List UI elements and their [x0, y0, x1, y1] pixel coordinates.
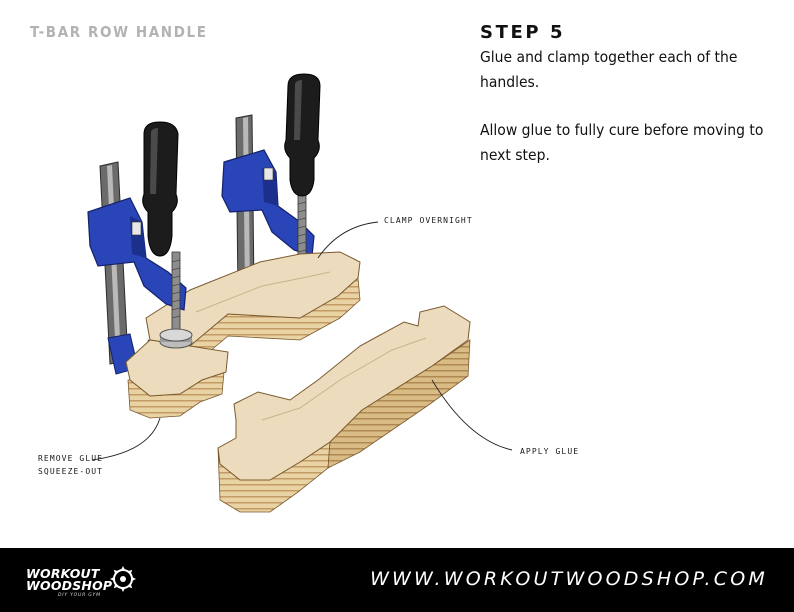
brand-logo[interactable]: WORKOUT WOODSHOP DIY YOUR GYM: [24, 558, 136, 602]
clamped-handle-back: [145, 251, 361, 369]
clamp-overnight-leader: [317, 221, 379, 259]
front-clamp: [87, 121, 187, 375]
document-title: T-BAR ROW HANDLE: [30, 23, 208, 41]
clamp-overnight-label: CLAMP OVERNIGHT: [384, 216, 473, 225]
logo-tagline: DIY YOUR GYM: [58, 593, 101, 598]
clamped-handle-front: [125, 328, 229, 419]
apply-glue-leader: [431, 379, 513, 451]
apply-glue-label: APPLY GLUE: [520, 447, 580, 456]
remove-glue-label: REMOVE GLUE SQUEEZE-OUT: [38, 452, 103, 478]
remove-glue-line-1: REMOVE GLUE: [38, 454, 104, 463]
logo-text-workout: WORKOUT: [26, 566, 100, 581]
step-instruction-1: Glue and clamp together each of the hand…: [480, 48, 738, 91]
logo-text-woodshop: WOODSHOP: [26, 578, 113, 593]
saw-blade-icon: [110, 566, 136, 592]
remove-glue-line-2: SQUEEZE-OUT: [38, 467, 104, 476]
footer-bar: WORKOUT WOODSHOP DIY YOUR GYM: [0, 548, 794, 612]
step-instruction-2: Allow glue to fully cure before moving t…: [480, 121, 764, 164]
step-heading: STEP 5: [480, 22, 566, 43]
remove-glue-leader: [91, 417, 161, 461]
website-link[interactable]: WWW.WORKOUTWOODSHOP.COM: [370, 568, 768, 590]
clamp-assembly-illustration: [87, 73, 513, 513]
loose-handle-piece: [217, 305, 471, 513]
